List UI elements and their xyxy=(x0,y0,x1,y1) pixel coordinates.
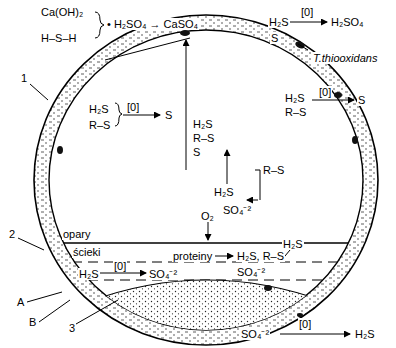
formula: H₂S xyxy=(284,92,306,104)
oxidant: [0] xyxy=(300,6,314,18)
oxidant: [0] xyxy=(298,318,312,330)
formula: H₂S xyxy=(88,103,110,115)
formula: H₂S xyxy=(354,328,376,340)
callout-number: B xyxy=(28,316,37,328)
bacteria-name: T.thiooxidans xyxy=(312,52,378,64)
oxidant: [0] xyxy=(318,86,332,98)
formula: O₂ xyxy=(200,210,215,222)
formula: S xyxy=(270,32,279,44)
formula: SO₄⁻² xyxy=(222,204,252,216)
formula: H–S–H xyxy=(40,32,77,44)
formula: S xyxy=(357,94,366,106)
formula: H₂S xyxy=(213,186,235,198)
formula: R–S xyxy=(88,119,111,131)
zone-label: ścieki xyxy=(72,246,102,258)
oxidant: [0] xyxy=(113,260,127,272)
callout-number: 2 xyxy=(8,228,16,240)
reaction: • H₂SO₄ → CaSO₄ xyxy=(106,18,199,30)
formula: R–S xyxy=(192,132,215,144)
callout-number: A xyxy=(16,296,25,308)
formula: SO₄⁻² xyxy=(148,268,178,280)
callout-number: 1 xyxy=(20,72,28,84)
formula: H₂SO₄ xyxy=(330,16,365,28)
formula: H₂S xyxy=(268,16,290,28)
formula: SO₄⁻² xyxy=(240,328,270,340)
formula: H₂S xyxy=(78,268,100,280)
formula: H₂S xyxy=(282,238,304,250)
formula: S xyxy=(192,146,201,158)
formula: H₂S xyxy=(192,118,214,130)
formula: S xyxy=(164,109,173,121)
zone-label: proteiny xyxy=(172,250,213,262)
formula: R–S xyxy=(262,164,285,176)
oxidant: [0] xyxy=(126,101,140,113)
formula: H₂S, R–S xyxy=(236,250,285,262)
callout-number: 3 xyxy=(68,322,76,334)
formula: SO₄⁻² xyxy=(236,266,266,278)
zone-label: opary xyxy=(62,228,92,240)
formula: Ca(OH)₂ xyxy=(40,6,84,18)
formula: R–S xyxy=(284,106,307,118)
